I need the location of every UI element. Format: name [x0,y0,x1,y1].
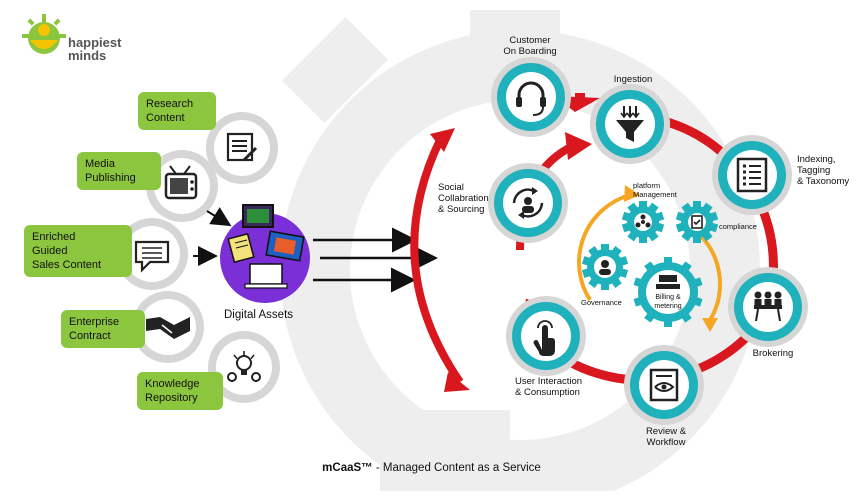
cycle-label-indexing-line: Indexing, [797,154,836,165]
clipboard-check-icon [688,213,706,231]
cycle-label-social-line: Collabration [438,193,489,204]
meeting-icon [754,291,782,322]
cycle-label-customer-line: Customer [509,35,550,46]
cycle-label-indexing-line: & Taxonomy [797,176,849,187]
funnel-icon [616,106,644,142]
gear-label-billing: Billing & metering [654,294,681,310]
cycle-label-brokering-line: Brokering [753,348,794,359]
cycle-label-social-line: Social [438,182,464,193]
digital-assets-label: Digital Assets [224,309,294,321]
gear-label-compliance-line: compliance [719,222,757,231]
cycle-label-social-line: & Sourcing [438,204,484,215]
gear-label-governance-line: Governance [581,298,622,307]
source-node-tv [146,150,218,222]
cycle-label-interaction: User Interaction& Consumption [515,376,582,398]
network-icon [634,213,652,231]
headset-icon [516,81,546,116]
cycle-node-indexing [712,135,792,215]
cash-register-icon [646,270,690,314]
eye-document-icon [649,368,679,402]
happiest-minds-logo [22,14,66,54]
people-cycle-icon [512,187,544,219]
orange-inner-arcs [577,185,722,332]
brand-name: happiest minds [68,35,122,63]
cycle-label-brokering: Brokering [753,348,794,359]
cycle-label-interaction-line: & Consumption [515,387,580,398]
cycle-node-interaction [506,296,586,376]
cycle-label-indexing: Indexing,Tagging& Taxonomy [797,154,849,187]
chat-icon [134,240,170,273]
digital-assets-hub [220,204,310,303]
gear-governance [581,244,629,290]
gear-billing [633,257,703,327]
source-node-handshake [132,291,204,363]
gear-label-billing-line: metering [654,303,681,310]
diagram-caption: mCaaS™ - Managed Content as a Service [322,462,541,474]
cycle-node-brokering [728,267,808,347]
source-node-document-edit [206,112,278,184]
person-icon [594,256,616,278]
gear-label-platform-line: platform [633,181,660,190]
source-node-lightbulb [208,331,280,403]
cycle-label-customer-line: On Boarding [503,46,556,57]
cycle-label-review-line: Review & [646,426,687,437]
cycle-node-customer [491,57,571,137]
touch-icon [533,320,555,356]
source-node-chat [116,218,188,290]
cycle-node-ingestion [590,84,670,164]
cycle-node-review [624,345,704,425]
cycle-label-ingestion-line: Ingestion [614,74,653,85]
cycle-label-ingestion: Ingestion [614,74,653,85]
handshake-icon [146,317,190,339]
lightbulb-icon [227,351,261,382]
gear-label-compliance: compliance [719,222,757,231]
gear-label-governance: Governance [581,298,622,307]
gear-label-platform-line: Management [633,190,678,199]
digital-assets-icon [227,204,305,289]
cycle-label-review: Review &Workflow [646,426,687,448]
cycle-node-social [488,163,568,243]
list-icon [736,157,768,193]
gear-label-billing-line: Billing & [655,294,681,301]
cycle-label-indexing-line: Tagging [797,165,830,176]
document-edit-icon [226,132,258,162]
gear-compliance [675,201,719,243]
cycle-label-review-line: Workflow [647,437,686,448]
gear-platform [621,201,665,243]
tv-icon [164,165,198,200]
cycle-label-interaction-line: User Interaction [515,376,582,387]
